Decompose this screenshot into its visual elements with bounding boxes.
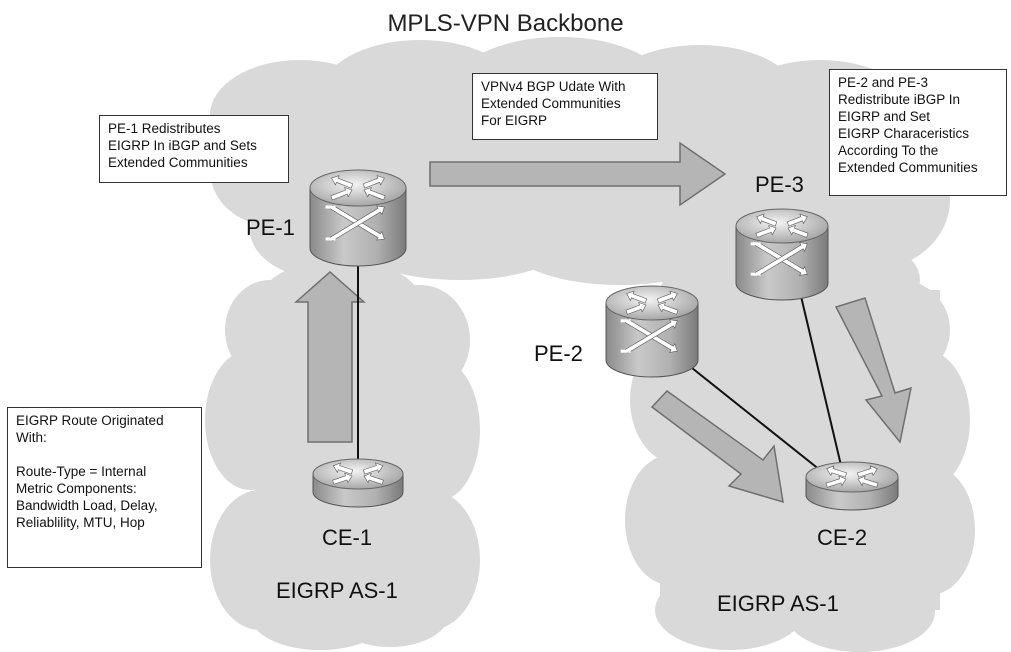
pe3-label: PE-3 bbox=[755, 172, 804, 197]
left-as-label: EIGRP AS-1 bbox=[276, 578, 398, 603]
note-line: Route-Type = Internal bbox=[16, 464, 147, 479]
flow-arrow-ce1-to-pe1 bbox=[294, 270, 366, 443]
link-pe2-ce2 bbox=[691, 367, 831, 479]
note-line: EIGRP Route Originated bbox=[16, 413, 164, 428]
ce1-label: CE-1 bbox=[322, 525, 373, 550]
note-line: According To the bbox=[838, 143, 939, 158]
router-pe2-icon bbox=[605, 285, 699, 378]
pe2-label: PE-2 bbox=[534, 341, 583, 366]
flow-arrow-pe1-to-pe3 bbox=[429, 141, 727, 207]
vpnv4-update-note: VPNv4 BGP Udate With Extended Communitie… bbox=[472, 73, 658, 140]
route-origin-note: EIGRP Route Originated With: Route-Type … bbox=[7, 407, 202, 568]
note-line: EIGRP In iBGP and Sets bbox=[108, 138, 257, 153]
flow-arrow-pe2-to-ce2 bbox=[650, 390, 784, 504]
router-pe3-icon bbox=[735, 208, 829, 301]
note-line: Extended Communities bbox=[838, 160, 978, 175]
router-pe1-icon bbox=[309, 169, 407, 267]
router-ce1-icon bbox=[312, 458, 404, 508]
note-line: EIGRP Characeristics bbox=[838, 126, 970, 141]
pe1-label: PE-1 bbox=[246, 215, 295, 240]
note-line: Redistribute iBGP In bbox=[838, 92, 961, 107]
note-spacer bbox=[16, 446, 193, 463]
note-line: Extended Communities bbox=[108, 155, 248, 170]
note-line: PE-1 Redistributes bbox=[108, 121, 221, 136]
note-line: Bandwidth Load, Delay, bbox=[16, 498, 158, 513]
router-ce2-icon bbox=[805, 461, 899, 511]
note-line: For EIGRP bbox=[481, 113, 548, 128]
note-line: PE-2 and PE-3 bbox=[838, 75, 929, 90]
note-line: EIGRP and Set bbox=[838, 109, 931, 124]
ce2-label: CE-2 bbox=[817, 525, 868, 550]
note-line: Extended Communities bbox=[481, 96, 621, 111]
page-title: MPLS-VPN Backbone bbox=[387, 10, 624, 37]
right-as-label: EIGRP AS-1 bbox=[717, 591, 839, 616]
note-line: Reliablility, MTU, Hop bbox=[16, 515, 145, 530]
links bbox=[357, 255, 845, 479]
note-line: Metric Components: bbox=[16, 481, 137, 496]
pe2-pe3-redistribution-note: PE-2 and PE-3 Redistribute iBGP In EIGRP… bbox=[829, 69, 1007, 196]
flow-arrow-pe3-to-ce2 bbox=[834, 297, 912, 444]
note-line: VPNv4 BGP Udate With bbox=[481, 79, 626, 94]
link-pe3-ce2 bbox=[799, 291, 845, 479]
pe1-redistribution-note: PE-1 Redistributes EIGRP In iBGP and Set… bbox=[99, 115, 289, 183]
note-line: With: bbox=[16, 430, 47, 445]
